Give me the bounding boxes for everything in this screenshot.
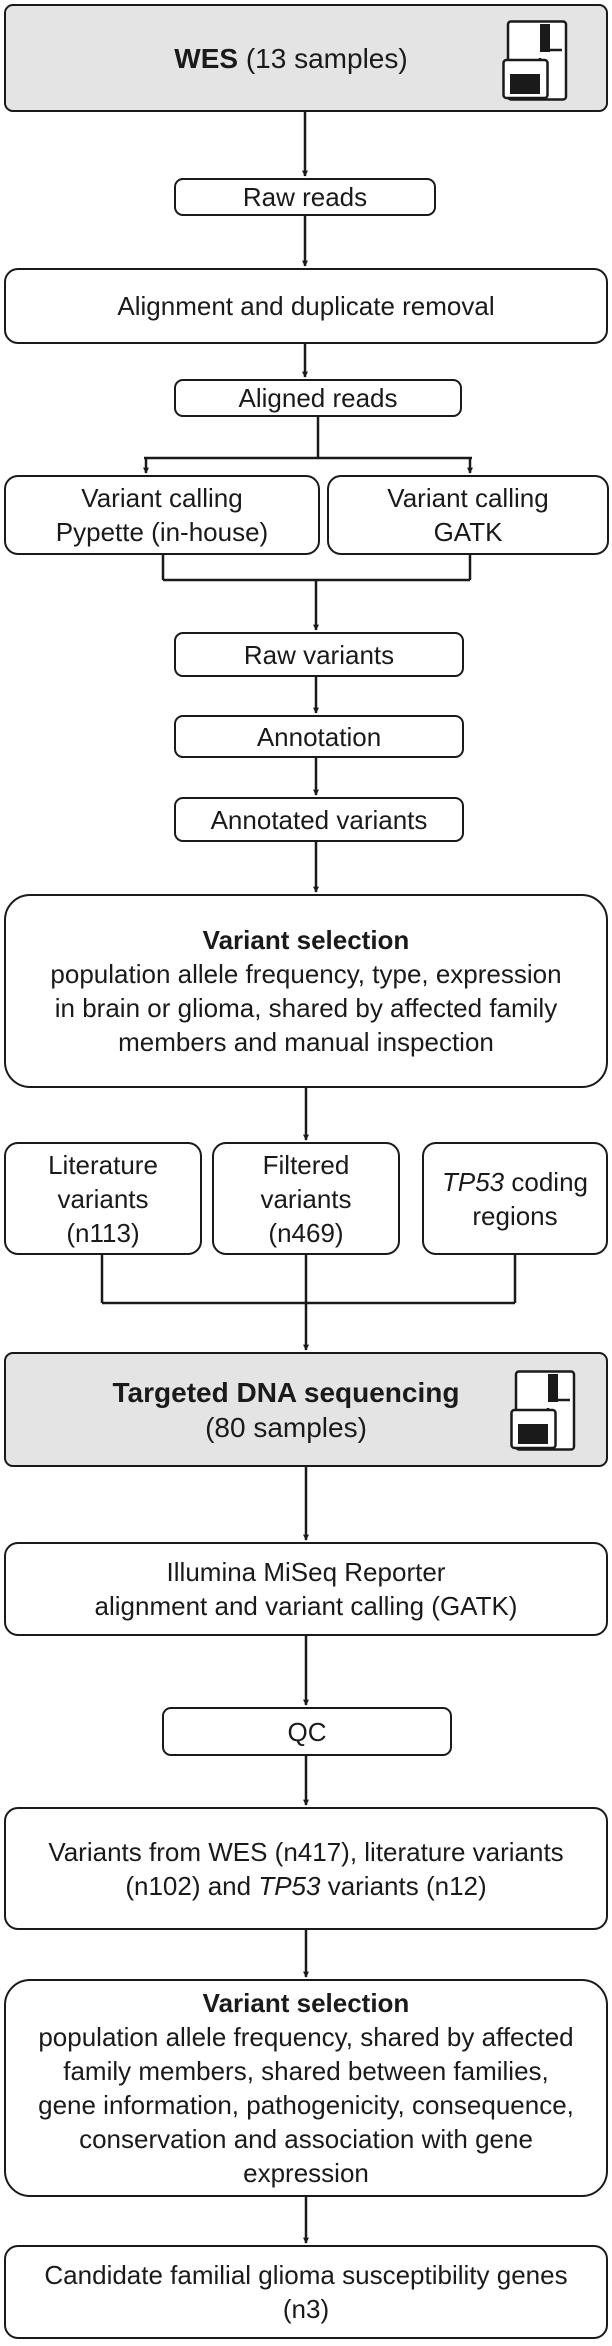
wes-subtitle: (13 samples) [245,42,408,74]
node-candidate-genes: Candidate familial glioma susceptibility… [4,2245,608,2339]
node-alignment: Alignment and duplicate removal [4,268,608,344]
node-variant-selection-1: Variant selection population allele freq… [4,894,608,1088]
tp53-gene-name: TP53 [258,1870,321,1901]
node-annotated-variants: Annotated variants [174,797,464,842]
node-annotation: Annotation [174,715,464,758]
node-calling-pypette: Variant calling Pypette (in-house) [4,475,320,555]
node-aligned-reads: Aligned reads [174,379,462,417]
wes-title: WES [174,42,239,74]
node-literature-variants: Literature variants (n113) [4,1142,202,1255]
node-calling-gatk: Variant calling GATK [327,475,609,555]
targeted-title: Targeted DNA sequencing [112,1376,460,1408]
selection1-title: Variant selection [202,925,410,955]
node-miseq-reporter: Illumina MiSeq Reporter alignment and va… [4,1542,608,1636]
tp53-gene-name: TP53 [442,1166,505,1197]
selection2-title: Variant selection [202,1988,410,2018]
node-qc: QC [162,1707,452,1756]
node-variants-wes: Variants from WES (n417), literature var… [4,1807,608,1930]
sequencer-icon [510,1370,576,1451]
node-wes: WES (13 samples) [4,4,608,112]
node-raw-reads: Raw reads [174,178,436,216]
sequencer-icon [502,20,568,101]
node-raw-variants: Raw variants [174,632,464,677]
targeted-subtitle: (80 samples) [205,1411,367,1443]
node-targeted-sequencing: Targeted DNA sequencing (80 samples) [4,1352,608,1467]
node-filtered-variants: Filtered variants (n469) [212,1142,400,1255]
node-variant-selection-2: Variant selection population allele freq… [4,1979,608,2197]
node-tp53-coding-regions: TP53 coding regions [422,1142,608,1255]
